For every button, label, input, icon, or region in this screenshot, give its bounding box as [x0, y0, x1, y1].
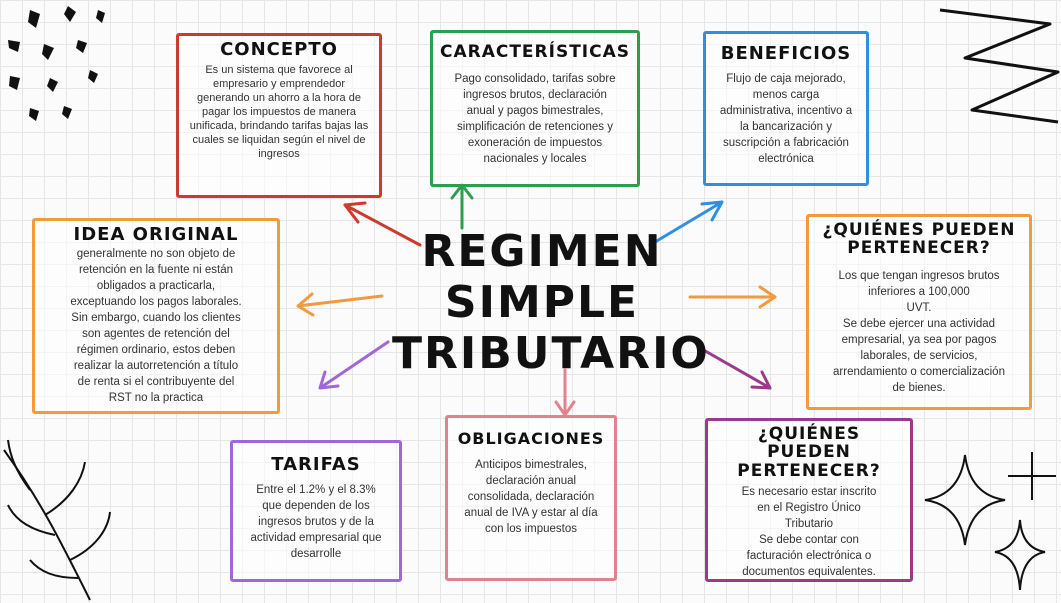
idea-original-title: IDEA ORIGINAL — [73, 224, 239, 245]
beneficios-title: BENEFICIOS — [720, 43, 852, 64]
requisitos-text: Es necesario estar inscrito en el Regist… — [741, 486, 877, 579]
obligaciones-title: OBLIGACIONES — [457, 429, 605, 448]
beneficios-box: BENEFICIOS Flujo de caja mejorado, menos… — [703, 31, 869, 186]
connector-arrows — [296, 183, 777, 417]
central-title: REGIMEN SIMPLE TRIBUTARIO — [392, 226, 710, 379]
concepto-box: CONCEPTO Es un sistema que favorece al e… — [176, 33, 382, 198]
caracteristicas-title: CARACTERÍSTICAS — [439, 42, 631, 62]
tarifas-box: TARIFAS Entre el 1.2% y el 8.3% que depe… — [230, 440, 402, 582]
concepto-text: Es un sistema que favorece al empresario… — [189, 64, 369, 161]
caracteristicas-text: Pago consolidado, tarifas sobre ingresos… — [454, 73, 616, 166]
brush-marks-decoration — [8, 6, 105, 121]
idea-original-box: IDEA ORIGINAL generalmente no son objeto… — [32, 218, 280, 414]
quienes-pueden-text: Los que tengan ingresos brutos inferiore… — [833, 269, 1005, 394]
tarifas-text: Entre el 1.2% y el 8.3% que dependen de … — [250, 484, 382, 561]
obligaciones-box: OBLIGACIONES Anticipos bimestrales, decl… — [445, 415, 617, 581]
obligaciones-text: Anticipos bimestrales, declaración anual… — [464, 459, 598, 536]
caracteristicas-box: CARACTERÍSTICAS Pago consolidado, tarifa… — [430, 30, 640, 187]
requisitos-box: ¿QUIÉNES PUEDEN PERTENECER? Es necesario… — [705, 418, 913, 582]
concepto-title: CONCEPTO — [220, 39, 338, 60]
tarifas-title: TARIFAS — [271, 454, 361, 475]
zigzag-decoration — [939, 8, 1060, 124]
leaf-branch-decoration — [3, 439, 111, 601]
beneficios-text: Flujo de caja mejorado, menos carga admi… — [719, 73, 853, 166]
idea-original-text: generalmente no son objeto de retención … — [70, 248, 242, 405]
quienes-pueden-title: ¿QUIÉNES PUEDEN PERTENECER? — [822, 220, 1016, 259]
requisitos-title: ¿QUIÉNES PUEDEN PERTENECER? — [737, 424, 881, 481]
sparkle-decoration — [924, 452, 1056, 591]
quienes-pueden-box: ¿QUIÉNES PUEDEN PERTENECER? Los que teng… — [806, 214, 1032, 410]
